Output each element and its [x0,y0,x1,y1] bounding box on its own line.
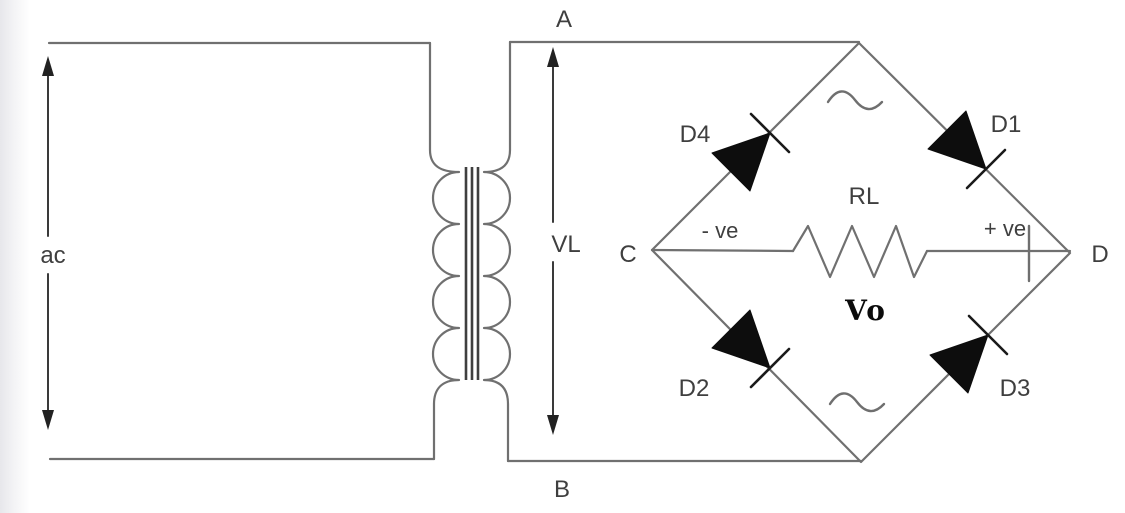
diode-d3-label: D3 [1000,375,1031,402]
load-resistor-label: RL [849,183,880,210]
diode-d1-label: D1 [991,111,1022,138]
secondary-voltage-label: VL [551,231,580,258]
node-d-label: D [1091,241,1108,268]
diode-d3 [929,314,1009,394]
ac-ripple-top-icon [826,90,884,111]
output-voltage-label: Vo [844,294,887,327]
terminal-a-label: A [556,6,572,33]
ac-source-arrow [42,56,54,430]
diode-d4-label: D4 [680,121,711,148]
bridge-diamond [650,41,1072,464]
diode-d4 [711,112,791,192]
transformer-core [464,167,480,380]
diode-d2-label: D2 [679,375,710,402]
ac-ripple-bottom-icon [828,392,886,413]
positive-terminal-label: + ve [984,216,1026,241]
diode-d1 [927,110,1007,190]
terminal-b-label: B [554,476,570,503]
secondary-winding [482,40,512,463]
primary-winding [428,41,461,461]
load-resistor [791,224,929,279]
ac-source-label: ac [40,242,65,269]
negative-terminal-label: - ve [702,218,739,243]
load-wire-left [650,248,795,253]
node-c-label: C [619,241,636,268]
secondary-voltage-arrow [547,47,559,435]
diode-d2 [711,309,791,389]
